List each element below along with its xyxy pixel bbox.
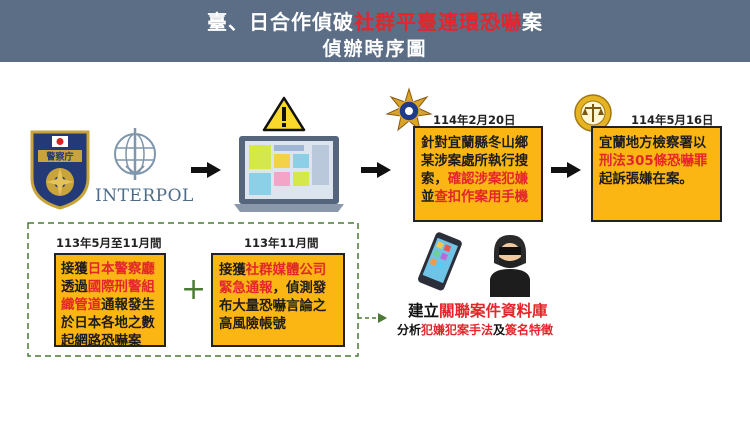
japan-police-badge-icon: 警察庁	[30, 130, 90, 210]
database-highlight: 簽名特徵	[505, 323, 554, 337]
database-title: 建立關聯案件資料庫	[408, 299, 548, 321]
step1-box: 接獲日本警察廳透過國際刑警組織管道通報發生於日本各地之數起網路恐嚇案	[54, 253, 166, 349]
interpol-wordmark: INTERPOL	[95, 186, 194, 206]
database-text: 分析	[397, 323, 422, 337]
title-part: 案	[522, 10, 543, 34]
page-title: 臺、日合作偵破社群平臺連環恐嚇案	[0, 6, 750, 35]
plus-sign: +	[181, 272, 207, 307]
step3-highlight: 查扣作案用手機	[434, 190, 529, 205]
database-highlight: 關聯案件資料庫	[439, 302, 548, 320]
hooded-suspect-icon	[490, 235, 530, 297]
step4-highlight: 刑法305條恐嚇罪	[599, 154, 708, 169]
database-subtitle: 分析犯嫌犯案手法及簽名特徵	[397, 321, 553, 338]
step1-highlight: 國際刑警組織管道	[61, 280, 155, 313]
step3-date: 114年2月20日	[433, 113, 516, 127]
step1-date: 113年5月至11月間	[56, 236, 162, 250]
badge-text: 警察庁	[46, 151, 73, 163]
arrow-right-icon	[361, 162, 391, 178]
step4-box: 宜蘭地方檢察署以刑法305條恐嚇罪起訴張嫌在案。	[591, 126, 722, 222]
interpol-globe-icon	[114, 128, 156, 180]
title-part: 臺、日合作偵破	[207, 10, 354, 34]
step3-text: 並	[421, 190, 435, 205]
step1-highlight: 日本警察廳	[87, 262, 155, 277]
step2-box: 接獲社群媒體公司緊急通報，偵測發布大量恐嚇言論之高風險帳號	[211, 253, 345, 347]
step1-text: 接獲	[61, 262, 88, 277]
step3-text: 針對宜蘭縣冬山鄉某涉案處所執行搜索，	[421, 136, 529, 187]
step3-highlight: 確認涉案犯嫌	[447, 172, 529, 187]
step2-date: 113年11月間	[244, 236, 319, 250]
step3-box: 針對宜蘭縣冬山鄉某涉案處所執行搜索，確認涉案犯嫌並查扣作案用手機	[413, 126, 543, 222]
laptop-warning-icon	[234, 96, 344, 212]
database-text: 建立	[408, 302, 440, 320]
step4-text: 宜蘭地方檢察署以	[599, 136, 707, 151]
step1-text: 通報發生於日本各地之數起網路恐嚇案	[61, 298, 155, 349]
page-subtitle: 偵辦時序圖	[322, 38, 428, 60]
arrow-right-icon	[191, 162, 221, 178]
database-highlight: 犯嫌犯案手法	[421, 323, 494, 337]
step1-text: 透過	[61, 280, 88, 295]
step4-text: 起訴張嫌在案。	[599, 172, 693, 187]
title-highlight: 社群平臺連環恐嚇	[354, 10, 522, 34]
step2-text: 接獲	[219, 263, 246, 278]
smartphone-icon	[418, 232, 462, 291]
step2-highlight: 社群媒體公司緊急通報	[219, 263, 327, 296]
taiwan-police-emblem-icon	[385, 87, 433, 132]
step2-text: ，偵測發布大量恐嚇言論之高風險帳號	[219, 281, 327, 332]
step4-date: 114年5月16日	[631, 113, 714, 127]
database-text: 及	[493, 323, 506, 337]
arrow-right-icon	[551, 162, 581, 178]
title-banner: 臺、日合作偵破社群平臺連環恐嚇案 偵辦時序圖	[0, 0, 750, 62]
